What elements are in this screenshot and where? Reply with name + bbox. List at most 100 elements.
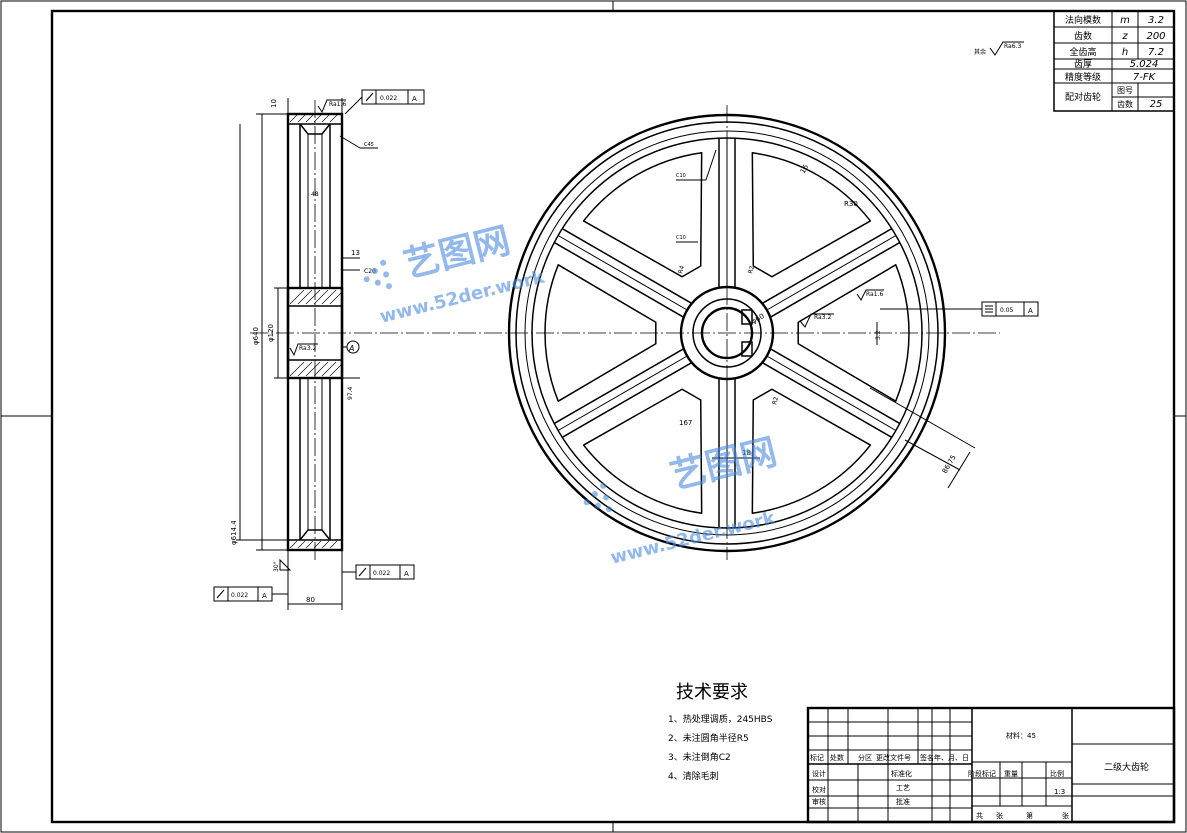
spoke-centerline xyxy=(557,235,688,311)
svg-text:18: 18 xyxy=(742,449,751,457)
svg-text:48: 48 xyxy=(311,191,319,198)
dim-outer-diameter: φ640 xyxy=(252,327,260,345)
param-label-0: 法向模数 xyxy=(1065,14,1101,26)
svg-text:Ra1.6: Ra1.6 xyxy=(866,291,883,298)
svg-text:阶段标记: 阶段标记 xyxy=(968,769,996,778)
svg-text:Ra3.2: Ra3.2 xyxy=(814,314,831,321)
inner-frame xyxy=(50,9,1176,824)
svg-text:艺图网: 艺图网 xyxy=(400,220,515,286)
param-value-4: 7-FK xyxy=(1133,72,1157,83)
dim-top-width: 10 xyxy=(270,99,278,108)
svg-text:0.05: 0.05 xyxy=(1000,307,1014,314)
lightening-hole xyxy=(582,152,703,278)
svg-text:分区: 分区 xyxy=(858,753,872,762)
svg-text:www.52der.work: www.52der.work xyxy=(608,507,778,568)
svg-text:C10: C10 xyxy=(676,235,686,241)
dim-total-width: 80 xyxy=(306,596,315,604)
svg-text:C45: C45 xyxy=(364,142,374,148)
svg-text:A: A xyxy=(348,344,354,353)
watermark-top: 艺图网 www.52der.work xyxy=(363,220,548,328)
mating-gear-label: 配对齿轮 xyxy=(1065,91,1101,103)
front-view-gear: C10 C10 16 R30 R4 R2 φ60 Ra1.6 Ra3.2 0.0… xyxy=(507,105,1039,560)
svg-text:30°: 30° xyxy=(273,561,280,572)
svg-text:C10: C10 xyxy=(676,173,686,179)
lightening-hole xyxy=(544,264,657,402)
spoke-edge xyxy=(561,227,692,304)
param-label-1: 齿数 xyxy=(1074,30,1092,42)
lightening-hole xyxy=(751,152,872,278)
dim-root-diameter: φ614.4 xyxy=(230,520,238,545)
svg-text:www.52der.work: www.52der.work xyxy=(378,266,548,327)
svg-text:艺图网: 艺图网 xyxy=(666,432,781,498)
mating-teeth-label: 齿数 xyxy=(1117,99,1133,109)
svg-text:共: 共 xyxy=(976,811,983,820)
svg-text:Ra1.6: Ra1.6 xyxy=(329,101,346,108)
svg-text:比例: 比例 xyxy=(1050,769,1064,778)
side-section-view: 10 Ra1.6 0.022 A C45 48 13 C20 φ640 φ120 xyxy=(213,89,1000,610)
spoke-edge xyxy=(553,348,684,425)
param-symbol-2: h xyxy=(1122,47,1128,58)
param-value-0: 3.2 xyxy=(1148,15,1164,26)
technical-requirements: 技术要求 1、热处理调质，245HBS 2、未注圆角半径R5 3、未注倒角C2 … xyxy=(668,682,773,782)
dim-hub-diameter: φ120 xyxy=(267,324,275,342)
svg-text:第: 第 xyxy=(1026,811,1033,820)
svg-text:标记: 标记 xyxy=(810,753,824,762)
title-block: 材料：45 二级大齿轮 标记 处数 分区 更改文件号 签名 年、月、日 设计 标… xyxy=(806,706,1176,824)
svg-text:工艺: 工艺 xyxy=(896,784,910,792)
param-value-3: 5.024 xyxy=(1130,59,1159,70)
param-label-2: 全齿高 xyxy=(1069,46,1096,58)
mating-drawing-no-label: 图号 xyxy=(1117,86,1133,95)
svg-text:其余: 其余 xyxy=(974,48,986,56)
param-value-2: 7.2 xyxy=(1148,47,1164,58)
param-symbol-0: m xyxy=(1120,15,1130,26)
svg-text:R4: R4 xyxy=(677,265,686,275)
svg-text:重量: 重量 xyxy=(1004,770,1018,778)
param-label-4: 精度等级 xyxy=(1065,71,1101,83)
svg-text:C20: C20 xyxy=(364,268,376,275)
lightening-hole xyxy=(751,388,872,514)
svg-text:Ra3.2: Ra3.2 xyxy=(299,345,316,352)
tech-req-title: 技术要求 xyxy=(676,682,748,703)
svg-text:97.4: 97.4 xyxy=(347,386,354,400)
svg-text:3.2: 3.2 xyxy=(875,330,882,340)
svg-text:A: A xyxy=(404,570,409,578)
spoke-edge xyxy=(561,362,692,439)
spoke-centerline xyxy=(557,355,688,431)
svg-text:张: 张 xyxy=(1062,811,1069,820)
svg-text:Ra6.3: Ra6.3 xyxy=(1004,43,1021,50)
svg-text:0.022: 0.022 xyxy=(380,95,397,102)
gear-parameter-table: 法向模数 m 3.2 齿数 z 200 全齿高 h 7.2 齿厚 5.024 精… xyxy=(1053,10,1175,112)
lightening-hole xyxy=(582,388,703,514)
lightening-hole xyxy=(797,264,910,402)
svg-text:A: A xyxy=(1028,307,1033,315)
surface-roughness-note: 其余 Ra6.3 xyxy=(974,41,1024,56)
spoke-edge xyxy=(762,227,893,304)
svg-text:167: 167 xyxy=(679,419,692,427)
watermark-bottom: 艺图网 www.52der.work xyxy=(583,432,781,569)
spoke-edge xyxy=(770,348,901,425)
svg-text:0.022: 0.022 xyxy=(231,592,248,599)
svg-text:标准化: 标准化 xyxy=(891,769,912,778)
drawing-name: 二级大齿轮 xyxy=(1104,761,1149,773)
svg-text:签名: 签名 xyxy=(920,753,934,762)
tech-req-item-3: 3、未注倒角C2 xyxy=(668,751,731,763)
svg-text:年、月、日: 年、月、日 xyxy=(934,753,969,762)
tech-req-item-2: 2、未注圆角半径R5 xyxy=(668,732,749,744)
param-label-3: 齿厚 xyxy=(1074,59,1092,70)
svg-text:R30: R30 xyxy=(844,200,858,208)
material: 材料：45 xyxy=(1006,731,1036,740)
param-value-1: 200 xyxy=(1146,31,1165,42)
svg-text:处数: 处数 xyxy=(830,753,844,762)
param-symbol-1: z xyxy=(1121,31,1128,42)
svg-text:R2: R2 xyxy=(771,396,780,406)
svg-text:1:3: 1:3 xyxy=(1054,788,1065,796)
tech-req-item-4: 4、清除毛刺 xyxy=(668,770,719,782)
mating-teeth-value: 25 xyxy=(1150,99,1163,110)
svg-text:A: A xyxy=(262,592,267,600)
svg-text:R2: R2 xyxy=(747,265,756,275)
spoke-edge xyxy=(553,241,684,318)
svg-text:A: A xyxy=(412,95,417,103)
svg-text:86.75: 86.75 xyxy=(941,454,958,475)
svg-text:张: 张 xyxy=(996,811,1003,820)
